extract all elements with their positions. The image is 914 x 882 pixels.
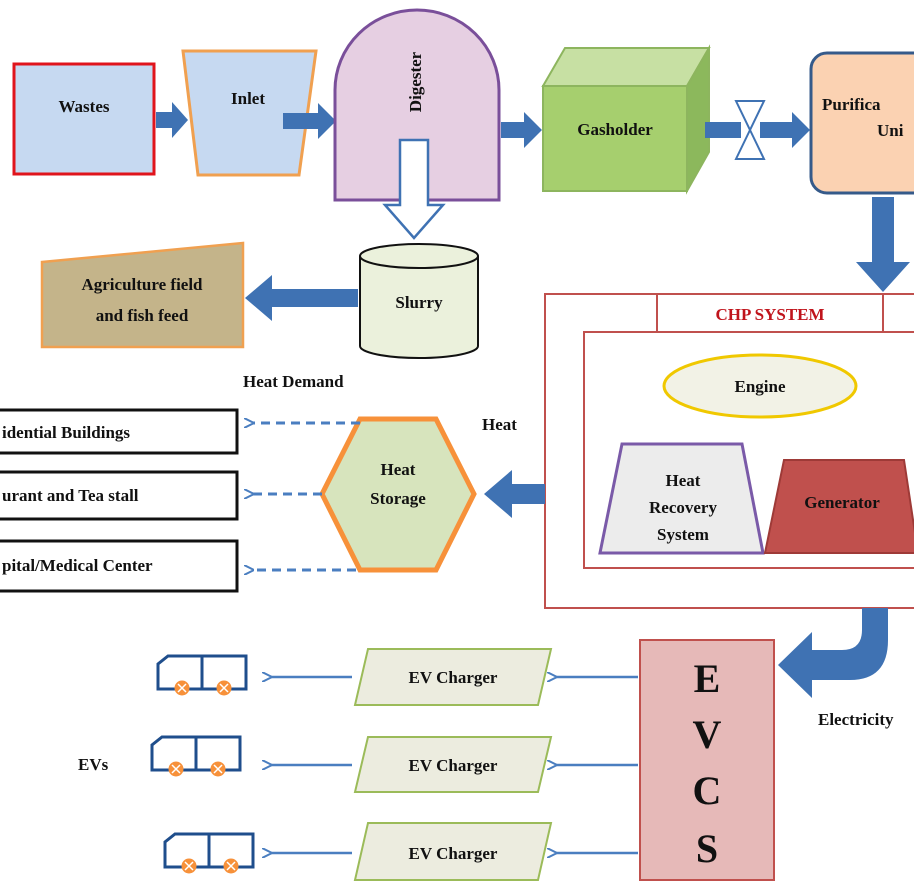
- chp-to-evcs-curved-arrow: [778, 608, 888, 698]
- agriculture-label-line1: Agriculture field: [81, 275, 203, 294]
- slurry-to-agriculture-arrow: [245, 275, 358, 321]
- wastes-to-inlet-arrow: [156, 102, 188, 138]
- heat-demand-label: Heat Demand: [243, 372, 344, 391]
- digester-to-slurry-arrow: [382, 138, 446, 240]
- evs-label: EVs: [78, 755, 109, 774]
- wastes-label: Wastes: [59, 97, 110, 116]
- evcs-letter-c: C: [693, 768, 722, 813]
- heat-storage-label-line1: Heat: [381, 460, 416, 479]
- agriculture-box: Agriculture field and fish feed: [40, 241, 245, 349]
- ev-charger-3: EV Charger: [353, 822, 553, 881]
- evcs-letter-s: S: [696, 826, 718, 871]
- ev-vehicle-icon: [156, 654, 248, 696]
- slurry-cylinder: Slurry: [359, 243, 479, 359]
- chp-to-heat-storage-arrow: [484, 470, 545, 518]
- residential-label: idential Buildings: [2, 423, 130, 442]
- engine-label: Engine: [734, 377, 785, 396]
- ev-charger-1: EV Charger: [353, 648, 553, 706]
- digester-vessel: Digester: [333, 8, 501, 202]
- evcs-station-box: E V C S: [639, 639, 775, 881]
- inlet-label: Inlet: [231, 89, 265, 108]
- ev-vehicle-icon: [150, 735, 242, 777]
- heat-recovery-trapezoid: Heat Recovery System: [598, 442, 765, 555]
- restaurant-label: urant and Tea stall: [2, 486, 139, 505]
- generator-trapezoid: Generator: [763, 459, 914, 554]
- ev-charger-1-label: EV Charger: [409, 668, 498, 687]
- heat-label: Heat: [482, 415, 517, 434]
- gasholder-label: Gasholder: [577, 120, 653, 139]
- gasholder-to-valve-arrow: [705, 122, 741, 138]
- ev-charger-2-label: EV Charger: [409, 756, 498, 775]
- digester-label: Digester: [406, 51, 425, 112]
- evcs-letter-v: V: [693, 712, 722, 757]
- residential-buildings-box: idential Buildings: [0, 408, 239, 455]
- agriculture-label-line2: and fish feed: [96, 306, 189, 325]
- evcs-letter-e: E: [694, 656, 721, 701]
- hospital-label: pital/Medical Center: [2, 556, 153, 575]
- inlet-trapezoid: Inlet: [181, 49, 318, 177]
- ev-vehicle-icon: [163, 832, 255, 874]
- gasholder-cube: Gasholder: [541, 44, 711, 195]
- generator-label: Generator: [804, 493, 880, 512]
- heat-recovery-label-line3: System: [657, 525, 709, 544]
- ev-charger-2: EV Charger: [353, 736, 553, 793]
- hospital-box: pital/Medical Center: [0, 539, 239, 593]
- purification-label-line1: Purifica: [822, 95, 881, 114]
- electricity-label: Electricity: [818, 710, 894, 729]
- valve-icon: [734, 100, 766, 160]
- heat-storage-label-line2: Storage: [370, 489, 426, 508]
- purification-to-chp-arrow: [856, 197, 910, 292]
- purification-label-line2: Uni: [877, 121, 904, 140]
- purification-unit-box: Purifica Uni: [809, 51, 914, 195]
- ev-charger-3-label: EV Charger: [409, 844, 498, 863]
- heat-recovery-label-line1: Heat: [666, 471, 701, 490]
- heat-storage-hexagon: Heat Storage: [319, 416, 477, 573]
- heat-recovery-label-line2: Recovery: [649, 498, 717, 517]
- valve-to-purification-arrow: [760, 112, 810, 148]
- inlet-to-digester-arrow: [283, 103, 336, 139]
- chp-title-box: CHP SYSTEM: [656, 293, 884, 333]
- chp-title: CHP SYSTEM: [715, 305, 824, 324]
- wastes-box: Wastes: [12, 62, 156, 176]
- digester-to-gasholder-arrow: [501, 112, 542, 148]
- restaurant-box: urant and Tea stall: [0, 470, 239, 521]
- slurry-label: Slurry: [395, 293, 443, 312]
- engine-ellipse: Engine: [662, 353, 858, 419]
